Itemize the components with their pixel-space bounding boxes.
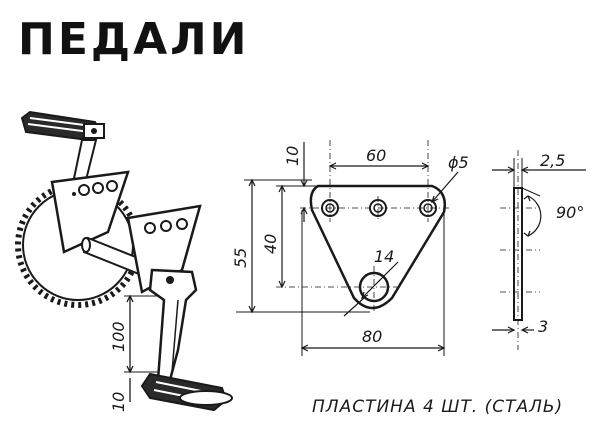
- dim-90-label: 90°: [556, 203, 584, 222]
- crank-length-label: 100: [109, 321, 128, 352]
- dim-55-label: 55: [231, 248, 250, 268]
- dim-phi5-label: ϕ5: [448, 153, 469, 172]
- page-title: ПЕДАЛИ: [18, 14, 250, 65]
- lower-crank: [148, 268, 198, 382]
- dim-55: [236, 178, 370, 314]
- dim-2-5: [492, 158, 586, 188]
- dim-40: [276, 184, 300, 289]
- dim-80: [300, 210, 446, 356]
- crank-offset-label: 10: [109, 392, 128, 412]
- lower-plate: [126, 204, 202, 294]
- dim-phi5: [430, 171, 459, 204]
- dim-80-label: 80: [362, 327, 382, 346]
- plate-centerlines: [276, 140, 450, 312]
- plate-front-view: 60 ϕ5 10 40: [231, 140, 469, 356]
- dim-3-label: 3: [538, 317, 548, 336]
- upper-plate: [50, 170, 130, 254]
- dim-2-5-label: 2,5: [540, 151, 565, 170]
- plate-outline: [309, 184, 446, 310]
- dim-60-label: 60: [366, 146, 386, 165]
- plate-side-view: 2,5 90° 3: [492, 150, 586, 350]
- dim-14-label: 14: [374, 247, 394, 266]
- dim-90: [521, 187, 542, 237]
- dim-3: [492, 326, 534, 334]
- pedal-assembly: 100 10: [15, 110, 233, 412]
- pedal-dimensions: [124, 294, 158, 402]
- dim-10-label: 10: [283, 146, 302, 166]
- dim-40-label: 40: [261, 234, 280, 254]
- lower-pedal: [140, 372, 233, 412]
- plate-caption: ПЛАСТИНА 4 ШТ. (СТАЛЬ): [312, 397, 563, 417]
- dim-60: [328, 162, 430, 170]
- upper-pedal: [20, 110, 105, 189]
- dim-14: [343, 261, 399, 317]
